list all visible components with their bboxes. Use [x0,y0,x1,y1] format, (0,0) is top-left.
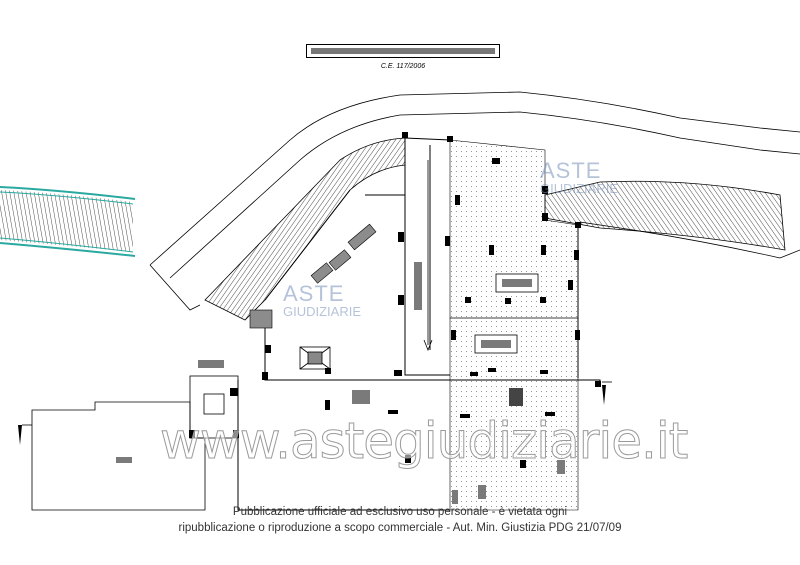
curved-ramp [204,137,406,321]
direction-arrow [423,160,433,352]
stair-blocks [249,223,377,329]
section-markers [18,381,612,445]
dotted-courtyard [449,139,579,511]
title-block [306,44,500,58]
site-url-watermark: www.astegiudiziarie.it [160,412,689,471]
columns [189,132,601,468]
grey-blocks [116,262,565,504]
left-ramp-fragment [0,186,136,257]
permit-reference: C.E. 117/2006 [380,63,426,70]
right-ramp [544,180,786,251]
disclaimer-line-2: ripubblicazione o riproduzione a scopo c… [178,522,622,534]
disclaimer-line-1: Pubblicazione ufficiale ad esclusivo uso… [232,506,568,518]
title-block-bar [311,48,495,54]
shaft-symbol [299,346,331,370]
